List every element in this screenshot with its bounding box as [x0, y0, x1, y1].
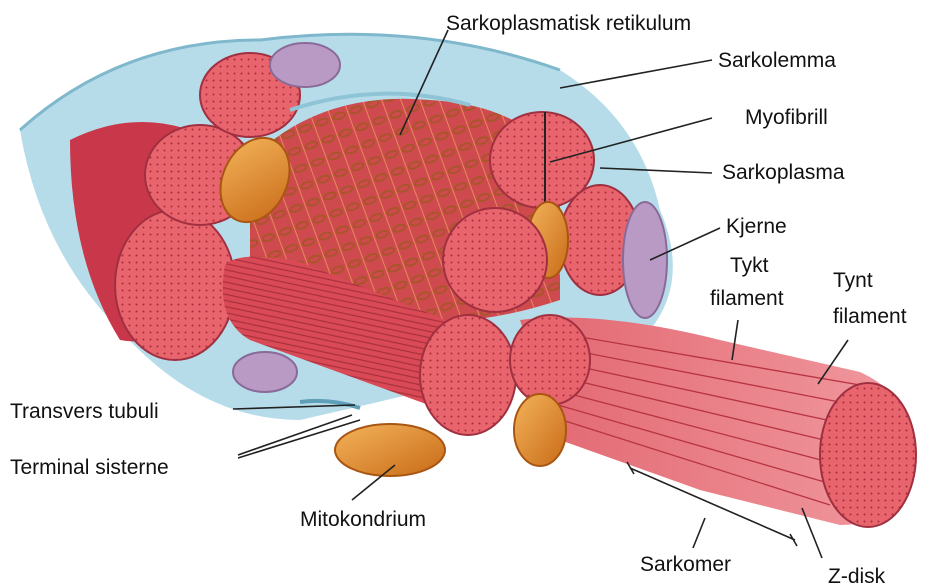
myofibril-cross-section — [510, 315, 590, 405]
label-tynt-filament-line1: Tynt — [833, 269, 873, 292]
label-sarkoplasmatisk-retikulum: Sarkoplasmatisk retikulum — [446, 12, 691, 35]
label-z-disk: Z-disk — [828, 565, 886, 588]
label-tynt-filament-line2: filament — [833, 305, 907, 328]
label-tykt-filament-line2: filament — [710, 287, 784, 310]
label-sarkoplasma: Sarkoplasma — [722, 161, 845, 184]
label-kjerne: Kjerne — [726, 215, 787, 238]
nucleus — [623, 202, 667, 318]
label-myofibrill: Myofibrill — [745, 106, 828, 129]
myofibril-cross-section — [443, 208, 547, 312]
label-mitokondrium: Mitokondrium — [300, 508, 426, 531]
mitochondrion — [514, 394, 566, 466]
myofibril-cross-section — [115, 210, 235, 360]
myofibril-end — [420, 315, 516, 435]
nucleus — [270, 43, 340, 87]
nucleus — [233, 352, 297, 392]
label-sarkomer: Sarkomer — [640, 553, 731, 576]
label-sarkolemma: Sarkolemma — [718, 49, 836, 72]
label-tykt-filament-line1: Tykt — [730, 254, 769, 277]
filament-bundle-end — [820, 383, 916, 527]
label-transvers-tubuli: Transvers tubuli — [10, 400, 159, 423]
label-terminal-sisterne: Terminal sisterne — [10, 456, 169, 479]
